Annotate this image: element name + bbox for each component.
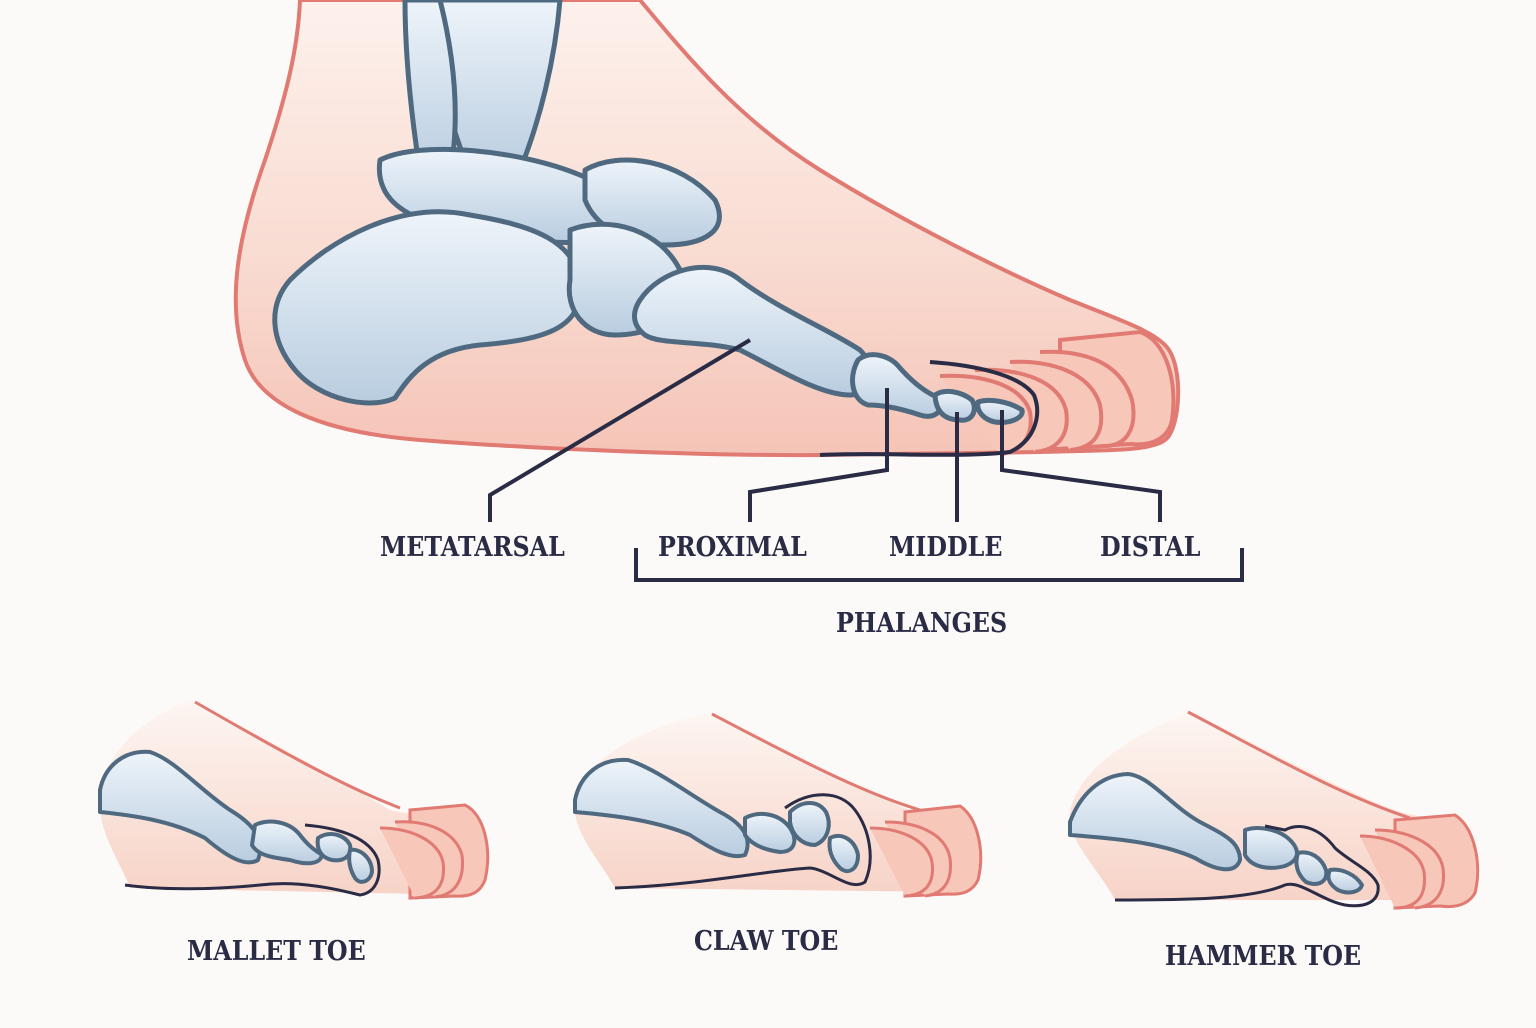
proximal-phalanx [850, 352, 944, 419]
label-hammer-toe: HAMMER TOE [1165, 941, 1362, 972]
claw-toe-figure [573, 712, 983, 898]
main-foot [233, 0, 1244, 582]
distal-leader [1000, 410, 1162, 522]
calcaneus [272, 209, 583, 406]
proximal-leader [748, 388, 889, 522]
label-metatarsal: METATARSAL [380, 532, 565, 563]
metatarsal-leader [488, 338, 752, 522]
distal-phalanx [975, 397, 1025, 425]
hammer-toe-figure [1068, 710, 1480, 910]
toe-outline [819, 360, 1040, 457]
label-phalanges: PHALANGES [836, 608, 1008, 639]
label-claw-toe: CLAW TOE [694, 926, 839, 957]
label-distal: DISTAL [1100, 532, 1201, 563]
label-proximal: PROXIMAL [658, 532, 807, 563]
phalanges-bracket [634, 548, 1244, 582]
leader-lines [488, 338, 1244, 582]
mallet-toe-figure [98, 700, 490, 900]
label-mallet-toe: MALLET TOE [187, 936, 366, 967]
foot-skeleton [272, 0, 1025, 425]
label-middle: MIDDLE [889, 532, 1003, 563]
middle-phalanx [932, 388, 977, 423]
